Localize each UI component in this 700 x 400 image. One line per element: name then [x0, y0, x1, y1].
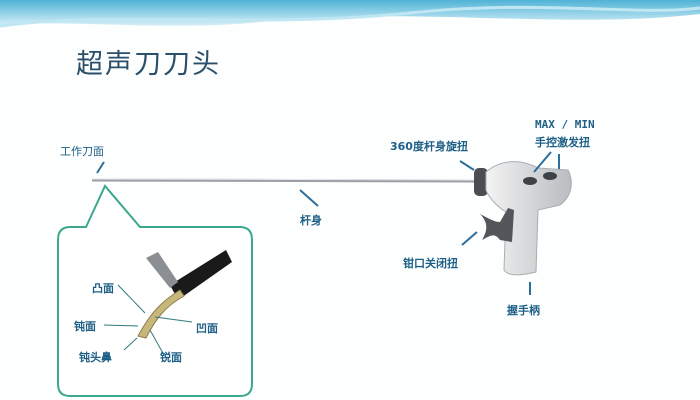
label-handle: 握手柄 — [507, 304, 540, 317]
page-title: 超声刀刀头 — [76, 49, 221, 80]
zoom-callout — [57, 184, 253, 397]
shaft — [91, 178, 479, 183]
min-button — [543, 172, 557, 180]
label-working-face: 工作刀面 — [60, 145, 104, 158]
label-max-min: MAX / MIN — [535, 118, 595, 131]
label-rotation-knob: 360度杆身旋扭 — [390, 140, 468, 153]
label-sharp: 锐面 — [160, 351, 182, 364]
rotation-knob — [474, 168, 488, 196]
header-wave — [0, 0, 700, 26]
label-concave: 凹面 — [196, 322, 218, 335]
label-shaft: 杆身 — [300, 214, 322, 227]
instrument-shaft-closeup — [170, 250, 232, 300]
label-blunt: 钝面 — [74, 320, 96, 333]
blade — [137, 289, 185, 339]
label-hand-button: 手控激发扭 — [535, 136, 590, 149]
clamp-pad — [146, 252, 178, 288]
arrows — [96, 151, 560, 295]
handle-body — [485, 161, 572, 276]
max-button — [523, 177, 537, 185]
jaw-close-trigger — [480, 208, 514, 242]
label-jaw-close: 钳口关闭扭 — [403, 257, 458, 270]
label-convex: 凸面 — [92, 282, 114, 295]
label-blunt-tip: 钝头鼻 — [79, 351, 112, 364]
